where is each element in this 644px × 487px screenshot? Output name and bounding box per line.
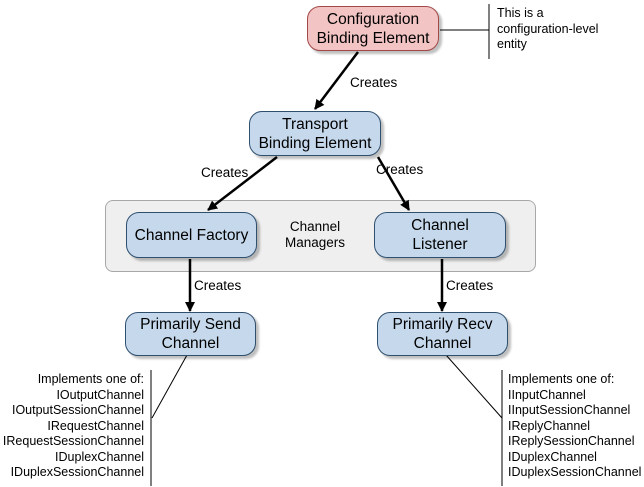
primarily-recv-channel-node: Primarily Recv Channel — [377, 312, 508, 356]
config-binding-element-node: Configuration Binding Element — [307, 6, 439, 51]
channel-factory-node: Channel Factory — [126, 212, 257, 258]
transport-binding-element-node: Transport Binding Element — [249, 111, 381, 156]
edge-label-transport-factory: Creates — [201, 165, 249, 180]
primarily-recv-channel-label: Primarily Recv Channel — [392, 316, 493, 352]
arrow-transport-to-factory — [207, 156, 278, 211]
edge-label-config-transport: Creates — [350, 75, 398, 90]
config-binding-element-label: Configuration Binding Element — [316, 10, 430, 47]
send-channel-annotation-text: Implements one of: IOutputChannel IOutpu… — [2, 372, 144, 479]
primarily-send-channel-node: Primarily Send Channel — [125, 312, 256, 356]
channel-factory-label: Channel Factory — [134, 226, 249, 244]
callout-recv-leader — [445, 354, 503, 419]
edge-label-factory-send: Creates — [194, 278, 242, 293]
channel-managers-label: Channel Managers — [284, 219, 346, 250]
primarily-send-channel-label: Primarily Send Channel — [140, 316, 241, 352]
arrow-config-to-transport — [314, 51, 359, 110]
transport-binding-element-label: Transport Binding Element — [258, 115, 372, 152]
recv-channel-annotation-text: Implements one of: IInputChannel IInputS… — [508, 372, 642, 479]
arrow-transport-to-listener — [376, 156, 411, 211]
callout-send-leader — [151, 354, 188, 419]
edge-label-listener-recv: Creates — [446, 278, 494, 293]
edge-label-transport-listener: Creates — [376, 162, 424, 177]
channel-listener-node: Channel Listener — [374, 212, 506, 258]
config-annotation-text: This is a configuration-level entity — [497, 6, 599, 51]
channel-listener-label: Channel Listener — [411, 217, 469, 253]
